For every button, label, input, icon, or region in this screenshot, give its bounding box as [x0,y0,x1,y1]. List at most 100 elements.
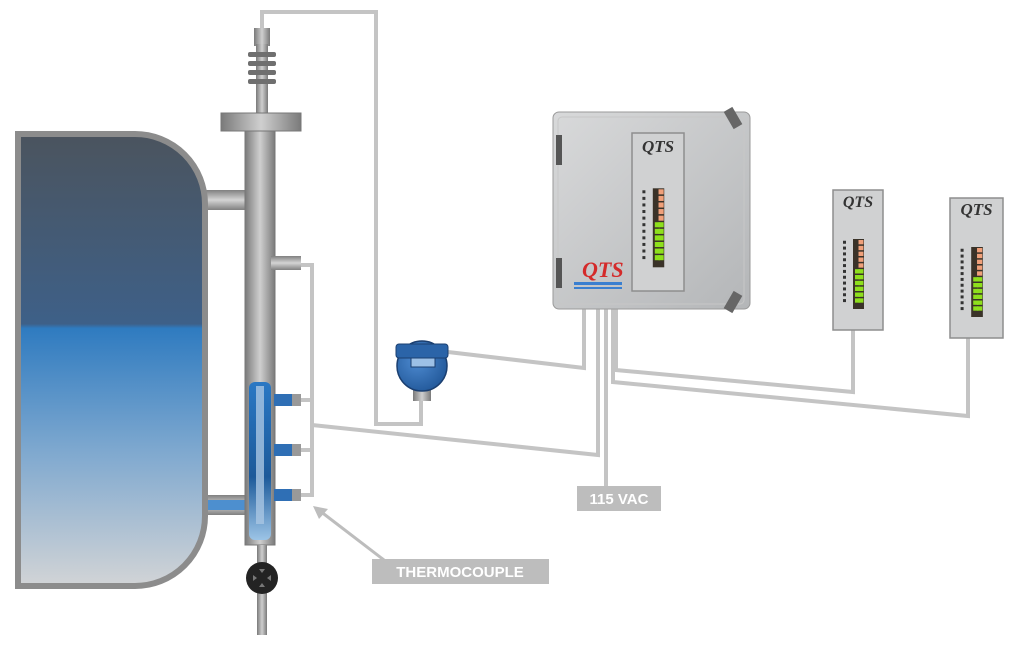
led-segment-orange [977,271,983,276]
wire-top-to-transmitter [260,10,423,426]
led-segment-green [858,298,864,303]
wire-thermocouple-to-controller [311,305,600,458]
led-segment-green [658,228,664,234]
led-segment-green [658,248,664,254]
led-segment-orange [658,215,664,221]
led-segment-orange [858,245,864,251]
scale-tick [843,264,846,268]
led-segment-green [977,294,983,299]
scale-tick [960,289,964,293]
remote-display-1: QTS [832,189,884,331]
led-segment-green [973,283,979,288]
wire-to-remote-display-1 [614,305,855,395]
led-segment-green [654,222,660,228]
wire-transmitter-to-controller [447,305,586,371]
scale-tick [960,272,964,276]
led-segment-green [658,222,664,228]
led-segment-green [855,269,860,274]
wire-thermocouple-bus [300,263,314,497]
led-segment-green [977,306,983,311]
led-segment-green [973,294,979,299]
float-rod [256,386,264,524]
led-segment-orange [858,263,864,268]
scale-tick [843,299,846,303]
scale-tick [843,246,846,250]
valve-arrows [253,569,271,587]
bargraph [652,188,665,268]
scale-tick [642,223,646,227]
led-segment-orange [858,240,864,245]
led-segment-green [973,306,979,311]
led-segment-green [973,288,979,294]
scale-tick [960,295,964,299]
led-segment-green [654,228,660,234]
led-segment-green [855,280,860,286]
led-segment-green [858,280,864,286]
scale-tick [960,254,964,258]
led-segment-green [977,283,983,288]
remote-display-2: QTS [949,197,1004,339]
led-segment-green [858,292,864,297]
scale-tick [843,258,846,262]
scale-tick [843,240,846,244]
led-segment-orange [658,195,664,201]
led-segment-green [658,235,664,241]
scale-tick [642,190,646,194]
bargraph [971,247,983,317]
bargraph [853,239,864,309]
led-segment-orange [977,248,983,253]
scale-tick [843,281,846,285]
panel-brand-logo: QTS [642,137,674,156]
scale-tick [642,256,646,260]
led-segment-green [654,248,660,254]
led-segment-green [658,255,664,261]
scale-tick [960,260,964,264]
flange [220,112,302,132]
led-segment-green [977,288,983,294]
scale-tick [960,301,964,305]
led-segment-orange [658,189,664,195]
led-segment-green [658,241,664,248]
led-segment-green [858,269,864,274]
scale-tick [843,252,846,256]
scale-tick [642,210,646,214]
led-segment-green [973,277,979,282]
panel-brand-logo: QTS [843,194,873,211]
led-segment-green [654,241,660,248]
panel-brand-logo: QTS [960,200,992,219]
scale-tick [960,283,964,287]
led-segment-orange [977,265,983,270]
level-transmitter[interactable] [395,340,449,401]
wiring [260,10,970,497]
tank-upper-nozzle [198,190,248,210]
cooling-fins [248,52,276,84]
led-segment-orange [658,209,664,215]
led-segment-green [654,255,660,261]
scale-tick [843,275,846,279]
scale-tick [843,287,846,291]
led-segment-green [977,277,983,282]
scale-tick [642,203,646,207]
drain-valve-icon[interactable] [246,562,278,594]
scale-tick [960,266,964,270]
led-segment-orange [858,257,864,262]
thermocouple-label: THERMOCOUPLE [313,506,549,584]
controller-display-panel: QTS [631,132,685,292]
scale-tick [642,196,646,200]
scale-tick [642,216,646,220]
stem-cap [254,28,270,46]
led-segment-orange [977,253,983,259]
scale-tick [843,269,846,273]
power-label-text: 115 VAC [590,491,649,508]
led-segment-orange [858,251,864,256]
led-segment-green [855,286,860,291]
scale-tick [642,229,646,233]
led-segment-green [973,300,979,305]
tank [15,131,208,589]
wire-to-remote-display-2 [611,305,970,419]
led-segment-green [855,275,860,280]
led-segment-green [855,292,860,297]
led-segment-orange [977,259,983,264]
led-segment-green [654,235,660,241]
